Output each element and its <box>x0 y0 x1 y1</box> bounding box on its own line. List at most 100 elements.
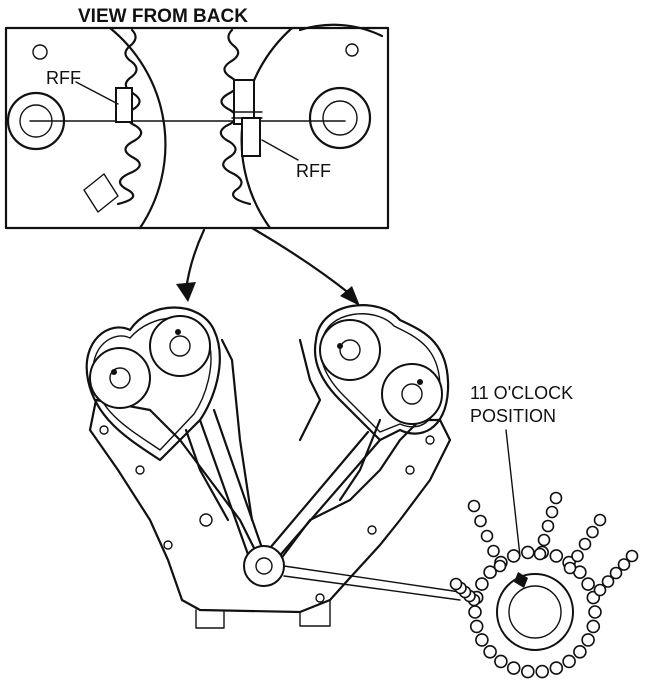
chain-link <box>601 575 615 588</box>
chain-link <box>520 545 535 560</box>
chain-link <box>549 549 564 563</box>
block-bolt <box>367 525 377 535</box>
left-tensioner-arm <box>184 428 230 522</box>
chain-link <box>480 529 494 543</box>
chain-link <box>474 514 487 528</box>
crank-zoom-leader-a <box>283 565 461 593</box>
left-exhaust-sprocket <box>89 347 151 409</box>
block-bolt <box>405 465 415 475</box>
right-hub-outer <box>308 86 372 150</box>
chain-link <box>549 661 564 675</box>
left-bolt-hole <box>32 44 48 60</box>
left-intake-dot <box>175 329 181 335</box>
right-rff-label: RFF <box>296 161 331 181</box>
chain-link <box>571 549 584 563</box>
chain-link <box>493 559 507 573</box>
left-exhaust-hub <box>109 367 131 389</box>
crank-zoom-leader-b <box>283 575 461 601</box>
crank-timing-mark <box>514 572 528 588</box>
inset-frame <box>4 26 390 230</box>
right-chain-guide <box>298 338 322 442</box>
engine-front-view <box>85 304 461 629</box>
chain-link <box>487 544 500 558</box>
left-arrowhead <box>176 282 196 302</box>
chain-link <box>506 661 521 675</box>
block-bolt <box>163 540 173 550</box>
right-arrow-shaft <box>250 226 352 296</box>
right-timing-mark-lower <box>241 117 261 157</box>
chain-link <box>475 577 489 591</box>
right-arrowhead <box>340 286 360 306</box>
chain-link <box>469 619 484 634</box>
chain-link <box>562 654 576 669</box>
callout-leader <box>505 429 521 557</box>
left-arrow-shaft <box>184 228 206 292</box>
chain-link <box>578 537 592 551</box>
chain-link <box>586 525 599 539</box>
block-bolt <box>425 435 435 445</box>
inset-title: VIEW FROM BACK <box>78 6 248 27</box>
right-rff-leader <box>261 139 299 161</box>
chain-link <box>537 533 551 547</box>
crank-detail-sprocket <box>496 573 574 651</box>
chain-link <box>449 577 463 591</box>
crank-detail-bore <box>508 585 562 639</box>
right-exhaust-hub <box>401 383 423 405</box>
chain-link <box>593 513 607 527</box>
engine-block-outline <box>88 398 452 614</box>
block-foot-right <box>299 599 331 627</box>
chain-link <box>588 605 602 619</box>
right-hub-inner <box>322 100 358 136</box>
block-bolt <box>315 593 325 603</box>
callout-line-2: POSITION <box>470 406 556 426</box>
chain-link <box>609 566 623 580</box>
chain-link <box>625 549 639 563</box>
chain-link <box>520 664 535 679</box>
left-rff-label: RFF <box>46 68 81 88</box>
left-cam-chain <box>85 306 221 462</box>
right-intake-hub <box>339 339 361 361</box>
chain-link <box>483 565 497 580</box>
right-primary-chain-outer <box>274 438 382 562</box>
left-intake-hub <box>169 335 191 357</box>
chain-link <box>533 547 547 561</box>
inset-arrows <box>176 226 360 306</box>
chain-link <box>563 561 577 575</box>
chain-link <box>468 605 482 619</box>
chain-link <box>494 654 508 669</box>
left-sprocket-rim <box>108 26 167 230</box>
chain-link <box>581 577 595 591</box>
block-bolt <box>199 513 213 527</box>
chain-link <box>593 583 607 597</box>
chain-link <box>475 633 489 647</box>
right-exhaust-sprocket <box>381 363 443 425</box>
chain-link <box>506 549 521 563</box>
chain-link <box>549 491 563 505</box>
back-view-inset: RFF RFF <box>4 23 390 230</box>
callout-line-1: 11 O'CLOCK <box>470 383 573 403</box>
left-rff-leader <box>75 81 119 105</box>
chain-link <box>467 499 481 513</box>
right-tensioner-arm <box>338 418 382 502</box>
left-chain-guide <box>220 338 254 522</box>
right-cam-chain <box>314 304 450 442</box>
right-intake-dot <box>337 343 343 349</box>
chain-link <box>545 505 559 519</box>
left-primary-chain-outer <box>198 418 252 562</box>
chain-link <box>573 644 587 659</box>
crank-hub <box>255 557 273 575</box>
block-bolt <box>135 465 145 475</box>
chain-link <box>581 633 595 647</box>
block-foot-left <box>195 609 225 629</box>
right-sprocket-outer <box>298 23 384 38</box>
chain-link <box>586 619 601 634</box>
crank-sprocket <box>243 545 285 587</box>
block-bolt <box>99 425 109 435</box>
right-bolt-hole <box>345 43 359 57</box>
left-timing-mark <box>115 87 133 123</box>
right-intake-sprocket <box>319 319 381 381</box>
chain-link <box>535 664 550 679</box>
right-exhaust-dot <box>417 379 423 385</box>
